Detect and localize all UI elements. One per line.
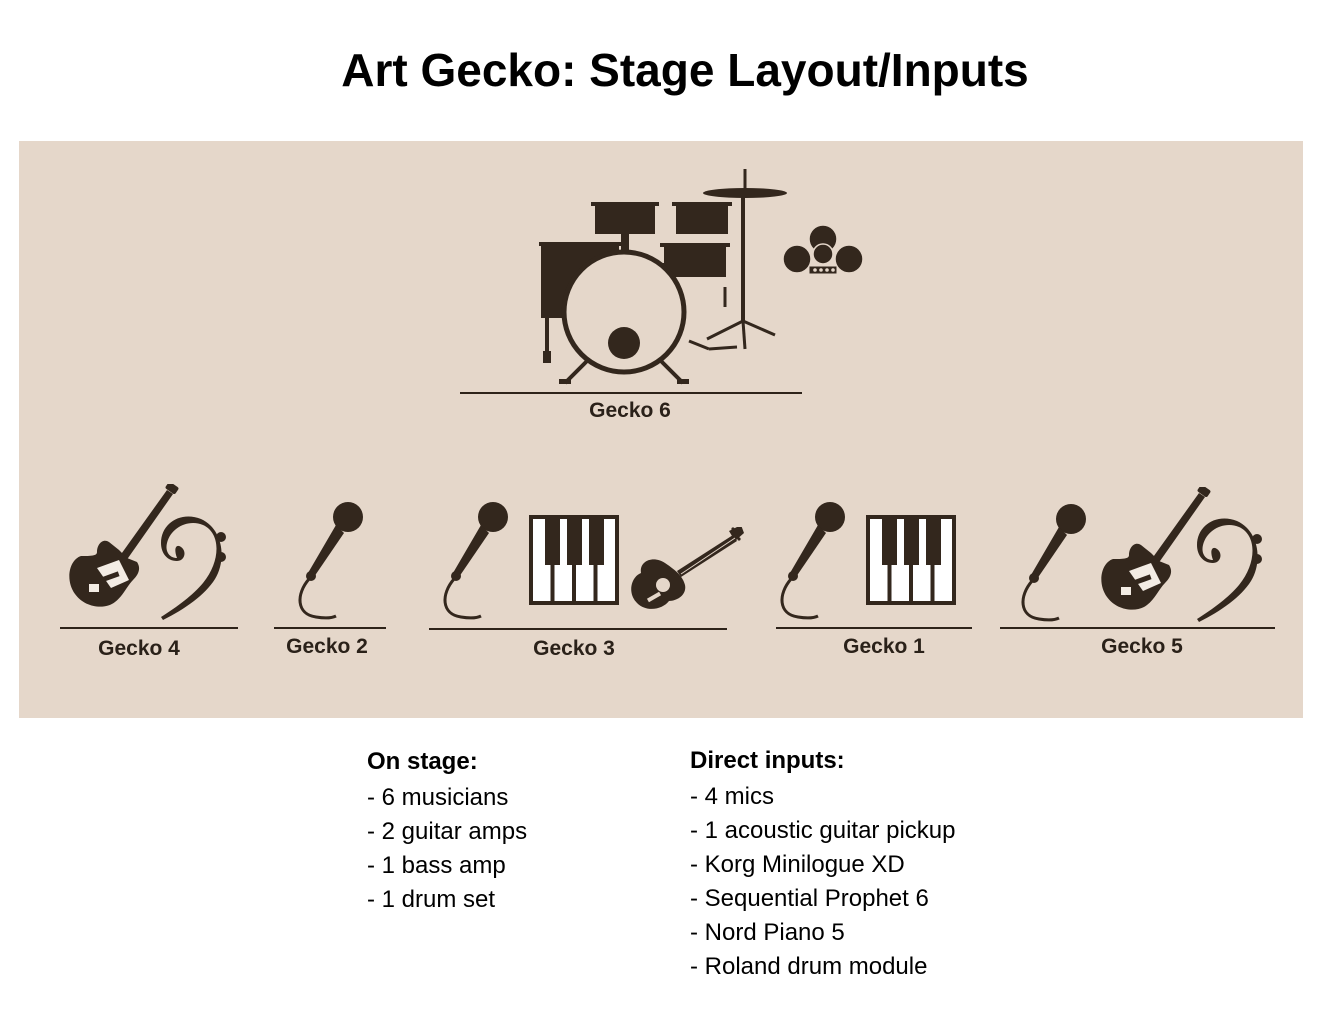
acoustic-guitar-icon (629, 527, 744, 612)
list-item: - Korg Minilogue XD (690, 851, 905, 878)
bass-clef-icon (159, 513, 229, 623)
page-title: Art Gecko: Stage Layout/Inputs (341, 44, 1029, 96)
piano-keys-icon (529, 515, 619, 605)
list-item: - 1 acoustic guitar pickup (690, 817, 956, 844)
piano-keys-icon (866, 515, 956, 605)
stage-area: Gecko 6 Gecko 4 Gecko 2 Gecko 3 Gecko 1 … (19, 141, 1303, 718)
list-item: - Sequential Prophet 6 (690, 885, 929, 912)
station-baseline (776, 627, 972, 629)
bass-clef-icon (1195, 515, 1265, 625)
station-label: Gecko 6 (589, 399, 671, 422)
list-item: - 6 musicians (367, 784, 509, 811)
direct-inputs-heading: Direct inputs: (690, 747, 845, 774)
station-gecko-4: Gecko 4 (59, 481, 239, 671)
station-label: Gecko 5 (1101, 635, 1183, 658)
on-stage-list: On stage: - 6 musicians - 2 guitar amps … (367, 745, 527, 917)
station-gecko-6: Gecko 6 (459, 141, 864, 431)
station-baseline (60, 627, 238, 629)
station-gecko-2: Gecko 2 (274, 481, 386, 671)
station-gecko-5: Gecko 5 (999, 481, 1275, 671)
station-label: Gecko 1 (843, 635, 925, 658)
list-item: - Roland drum module (690, 953, 928, 980)
microphone-icon (778, 499, 848, 624)
microphone-icon (441, 499, 511, 624)
station-baseline (1000, 627, 1275, 629)
microphone-icon (296, 499, 366, 624)
station-baseline (429, 628, 727, 630)
station-label: Gecko 2 (286, 635, 368, 658)
station-gecko-3: Gecko 3 (429, 481, 729, 671)
on-stage-heading: On stage: (367, 748, 478, 775)
station-label: Gecko 4 (98, 637, 180, 660)
list-item: - 4 mics (690, 783, 774, 810)
direct-inputs-list: Direct inputs: - 4 mics - 1 acoustic gui… (690, 744, 955, 984)
station-baseline (460, 392, 802, 394)
list-item: - Nord Piano 5 (690, 919, 845, 946)
list-item: - 2 guitar amps (367, 818, 528, 845)
microphone-icon (1019, 501, 1089, 626)
drum-pad-module-icon (782, 224, 864, 275)
list-item: - 1 bass amp (367, 852, 506, 879)
drum-kit-icon (539, 169, 787, 385)
station-baseline (274, 627, 386, 629)
list-item: - 1 drum set (367, 886, 496, 913)
station-label: Gecko 3 (533, 637, 615, 660)
station-gecko-1: Gecko 1 (776, 481, 972, 671)
